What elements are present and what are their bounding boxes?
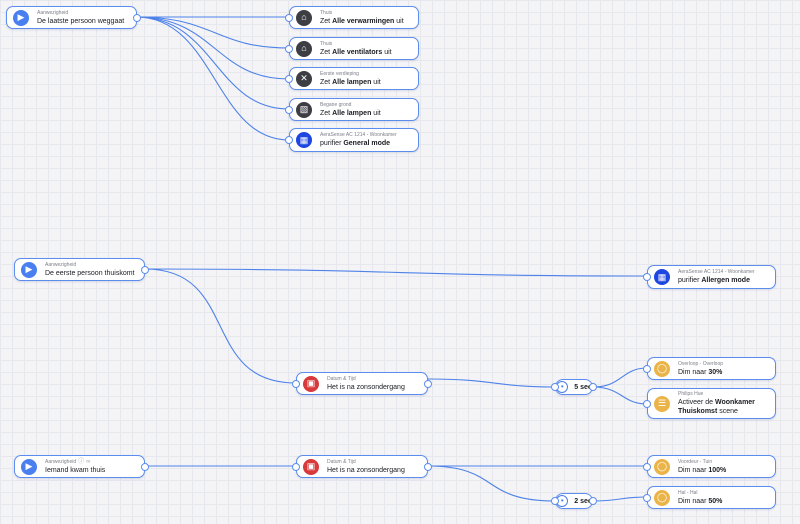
action-card-fans-off[interactable]: ⌂ Thuis Zet Alle ventilators uit — [289, 37, 419, 60]
link — [135, 16, 290, 80]
play-icon[interactable]: ▶ — [13, 9, 29, 26]
clock-icon: • — [556, 381, 569, 393]
action-card-front-door-dim[interactable]: ◯ Voordeur - Tuin Dim naar 100% — [647, 455, 776, 478]
action-device: Overloop - Overloop — [678, 360, 724, 367]
action-card-purifier-allergen[interactable]: ▦ AeraSense AC 1214 - Woonkamer purifier… — [647, 265, 776, 289]
trigger-card-last-person-leaves[interactable]: ▶ Aanwezigheid De laatste persoon weggaa… — [6, 6, 137, 29]
device-icon: ▧ — [296, 101, 312, 118]
lightbulb-icon: ◯ — [654, 360, 670, 377]
action-device: AeraSense AC 1214 - Woonkamer — [320, 132, 397, 138]
condition-label: Het is na zonsondergang — [327, 383, 405, 391]
lightbulb-icon: ◯ — [654, 458, 670, 475]
delay-label: 5 sec — [574, 383, 592, 391]
action-card-hue-scene[interactable]: ☰ Philips Hue Activeer de Woonkamer Thui… — [647, 388, 776, 419]
action-device: Voordeur - Tuin — [678, 458, 713, 465]
condition-category: Datum & Tijd — [327, 458, 356, 465]
action-label: purifier Allergen mode — [678, 277, 750, 284]
action-card-hall-dim[interactable]: ◯ Hal - Hal Dim naar 50% — [647, 486, 776, 509]
action-label: Zet Alle ventilators uit — [320, 48, 392, 56]
action-label: Zet Alle lampen uit — [320, 78, 381, 86]
action-device: Thuis — [320, 40, 333, 47]
action-card-first-floor-lights-off[interactable]: ✕ Eerste verdieping Zet Alle lampen uit — [289, 67, 419, 90]
link — [592, 496, 648, 502]
trigger-label: De laatste persoon weggaat — [37, 17, 125, 25]
action-device: Philips Hue — [678, 391, 704, 397]
trigger-card-first-person-home[interactable]: ▶ Aanwezigheid De eerste persoon thuisko… — [14, 258, 145, 281]
trigger-category: Aanwezigheid — [45, 261, 77, 268]
action-label: Dim naar 50% — [678, 497, 723, 505]
link — [592, 367, 648, 388]
hue-bridge-icon: ☰ — [654, 395, 670, 412]
trigger-category: Aanwezigheid — [37, 9, 69, 16]
action-device: Begane grond — [320, 101, 352, 108]
link — [144, 268, 648, 277]
action-label: Activeer de Woonkamer Thuiskomst scene — [678, 399, 755, 415]
action-device: AeraSense AC 1214 - Woonkamer — [678, 269, 755, 275]
trigger-label: Iemand kwam thuis — [45, 466, 106, 474]
condition-category: Datum & Tijd — [327, 375, 356, 382]
link — [144, 268, 297, 384]
purifier-icon: ▦ — [654, 269, 670, 285]
calendar-icon: ▣ — [303, 375, 319, 392]
play-icon[interactable]: ▶ — [21, 261, 37, 278]
play-icon[interactable]: ▶ — [21, 458, 37, 475]
delay-label: 2 sec — [574, 497, 592, 505]
action-card-landing-dim[interactable]: ◯ Overloop - Overloop Dim naar 30% — [647, 357, 776, 380]
action-label: Dim naar 100% — [678, 466, 727, 474]
action-device: Eerste verdieping — [320, 70, 359, 77]
trigger-label: De eerste persoon thuiskomt — [45, 269, 135, 277]
action-device: Hal - Hal — [678, 489, 698, 496]
delay-badge[interactable]: • 5 sec — [555, 379, 593, 395]
info-icon: ⓘ — [78, 458, 85, 465]
action-card-heating-off[interactable]: ⌂ Thuis Zet Alle verwarmingen uit — [289, 6, 419, 29]
link-icon: ∞ — [86, 458, 91, 465]
delay-badge[interactable]: • 2 sec — [555, 493, 593, 509]
action-device: Thuis — [320, 9, 333, 16]
condition-card-after-sunset[interactable]: ▣ Datum & Tijd Het is na zonsondergang — [296, 455, 428, 478]
condition-label: Het is na zonsondergang — [327, 466, 405, 474]
home-icon: ⌂ — [296, 40, 312, 57]
action-card-ground-floor-lights-off[interactable]: ▧ Begane grond Zet Alle lampen uit — [289, 98, 419, 121]
link — [427, 378, 556, 388]
purifier-icon: ▦ — [296, 132, 312, 148]
clock-icon: • — [556, 495, 569, 507]
link — [135, 16, 290, 49]
link — [135, 16, 290, 110]
condition-card-after-sunset[interactable]: ▣ Datum & Tijd Het is na zonsondergang — [296, 372, 428, 395]
action-card-purifier-general[interactable]: ▦ AeraSense AC 1214 - Woonkamer purifier… — [289, 128, 419, 152]
light-off-icon: ✕ — [296, 70, 312, 87]
calendar-icon: ▣ — [303, 458, 319, 475]
home-icon: ⌂ — [296, 9, 312, 26]
lightbulb-icon: ◯ — [654, 489, 670, 506]
link — [135, 16, 290, 141]
action-label: Zet Alle lampen uit — [320, 109, 381, 117]
action-label: Zet Alle verwarmingen uit — [320, 17, 404, 25]
action-label: purifier General mode — [320, 140, 391, 147]
action-label: Dim naar 30% — [678, 368, 723, 376]
link — [592, 386, 648, 405]
link — [427, 465, 556, 502]
